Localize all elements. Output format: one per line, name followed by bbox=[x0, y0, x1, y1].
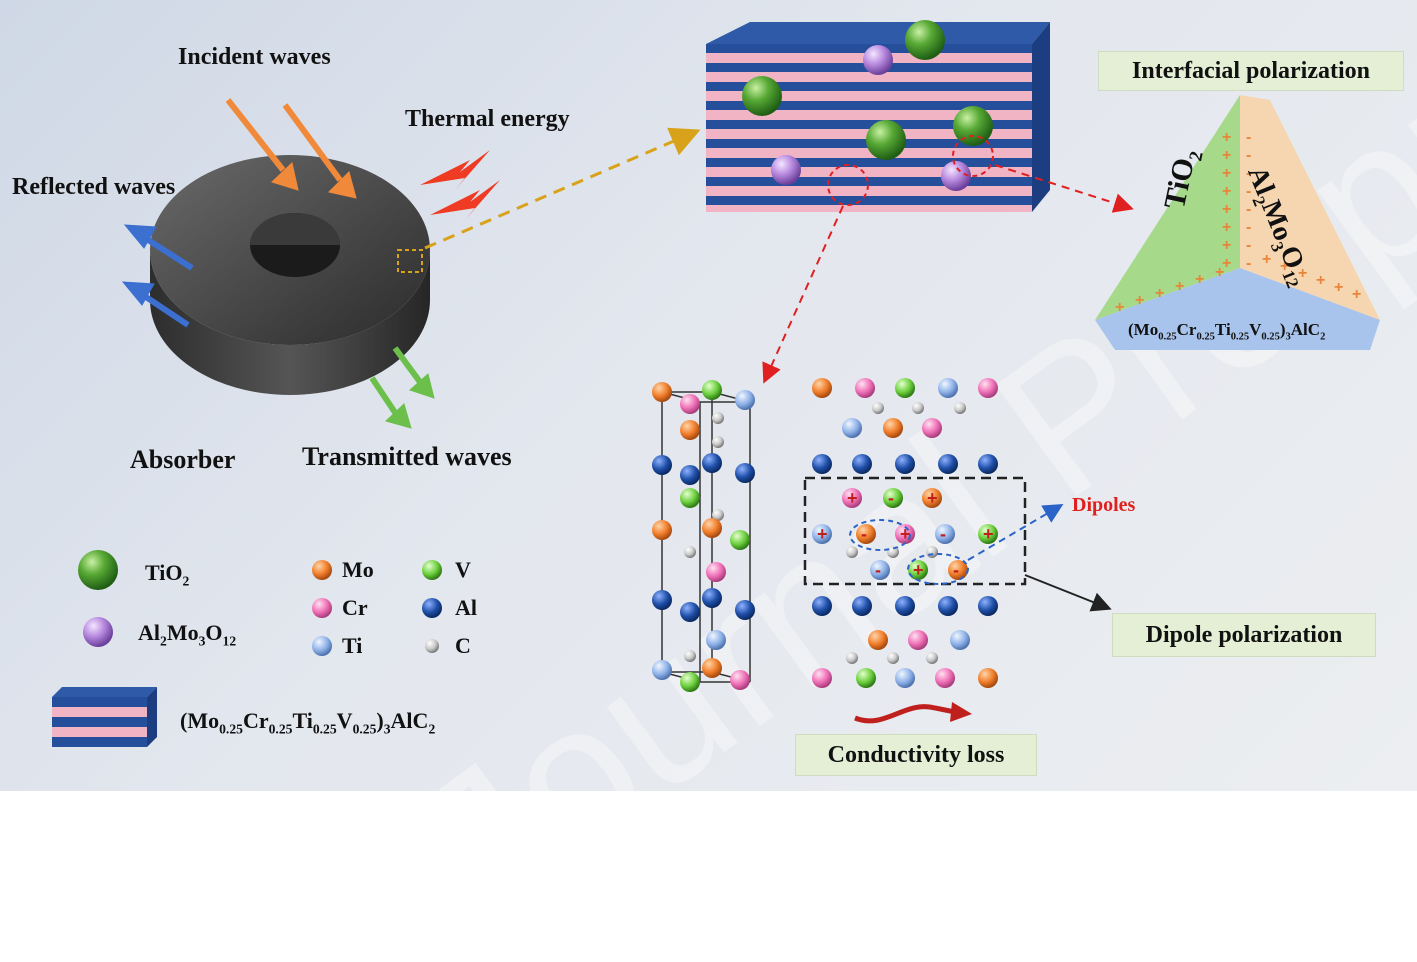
svg-text:-: - bbox=[940, 524, 946, 544]
dipoles-label: Dipoles bbox=[1072, 494, 1136, 516]
svg-text:-: - bbox=[1246, 165, 1251, 182]
svg-text:+: + bbox=[1222, 165, 1231, 182]
svg-text:+: + bbox=[1222, 237, 1231, 254]
thermal-energy-label: Thermal energy bbox=[405, 106, 570, 132]
dipole-polarization-box: Dipole polarization bbox=[1112, 613, 1376, 657]
svg-text:-: - bbox=[861, 524, 867, 544]
svg-text:-: - bbox=[953, 560, 959, 580]
legend-graphics bbox=[52, 550, 442, 747]
arrow-to-interface bbox=[994, 164, 1134, 213]
svg-text:-: - bbox=[1246, 237, 1251, 254]
interfacial-polarization-box: Interfacial polarization bbox=[1098, 51, 1404, 91]
reflected-arrows bbox=[121, 224, 194, 328]
dipole-polarization-arrow bbox=[1024, 574, 1112, 612]
svg-text:-: - bbox=[1246, 219, 1251, 236]
legend-al-label: Al bbox=[455, 595, 477, 620]
svg-text:+: + bbox=[1222, 219, 1231, 236]
incident-waves-label: Incident waves bbox=[178, 44, 331, 70]
svg-text:+: + bbox=[1222, 147, 1231, 164]
transmitted-waves-label: Transmitted waves bbox=[302, 442, 512, 471]
thermal-energy-bolts bbox=[420, 150, 500, 220]
svg-text:+: + bbox=[1222, 183, 1231, 200]
svg-text:-: - bbox=[1246, 183, 1251, 200]
legend-max-label: (Mo0.25Cr0.25Ti0.25V0.25)3AlC2 bbox=[180, 708, 436, 737]
svg-text:-: - bbox=[1246, 201, 1251, 218]
dipole-ellipse bbox=[907, 553, 969, 585]
diagram-graphics: ++++++++--------++++++++++++ +-++-+-+-+- bbox=[52, 20, 1380, 747]
legend-c-label: C bbox=[455, 633, 471, 658]
svg-text:+: + bbox=[1222, 201, 1231, 218]
legend-al2mo3o12-label: Al2Mo3O12 bbox=[138, 620, 237, 649]
layered-block bbox=[706, 20, 1050, 212]
svg-text:+: + bbox=[1222, 255, 1231, 272]
incident-arrows bbox=[225, 98, 357, 199]
svg-text:+: + bbox=[1175, 278, 1184, 295]
dipole-region-box bbox=[803, 476, 1027, 586]
legend-v-label: V bbox=[455, 557, 471, 582]
svg-text:+: + bbox=[1334, 279, 1343, 296]
zoom-arrow bbox=[424, 127, 701, 250]
conductivity-loss-box: Conductivity loss bbox=[795, 734, 1037, 776]
svg-text:-: - bbox=[888, 488, 894, 508]
atom-lattice: +-++-+-+-+- bbox=[812, 378, 998, 688]
conductivity-arrowhead bbox=[950, 702, 972, 722]
svg-text:-: - bbox=[1246, 255, 1251, 272]
svg-text:+: + bbox=[1352, 286, 1361, 303]
reflected-waves-label: Reflected waves bbox=[12, 174, 176, 200]
svg-text:+: + bbox=[1280, 258, 1289, 275]
svg-text:+: + bbox=[913, 560, 924, 580]
absorber-label: Absorber bbox=[130, 445, 236, 474]
absorber-ring bbox=[150, 155, 430, 395]
svg-text:+: + bbox=[1215, 264, 1224, 281]
svg-text:-: - bbox=[875, 560, 881, 580]
svg-text:+: + bbox=[1135, 292, 1144, 309]
svg-text:+: + bbox=[1262, 251, 1271, 268]
conductivity-arrow bbox=[854, 704, 956, 724]
svg-text:-: - bbox=[1246, 129, 1251, 146]
svg-text:+: + bbox=[847, 488, 858, 508]
interface-triangle: ++++++++--------++++++++++++ bbox=[1095, 95, 1380, 350]
svg-text:+: + bbox=[1155, 285, 1164, 302]
svg-text:+: + bbox=[817, 524, 828, 544]
svg-text:+: + bbox=[983, 524, 994, 544]
legend-ti-label: Ti bbox=[342, 633, 363, 658]
legend-tio2-label: TiO2 bbox=[145, 560, 190, 589]
crystal-unit-cell bbox=[652, 380, 755, 692]
legend-mo-label: Mo bbox=[342, 557, 374, 582]
transmitted-arrows bbox=[369, 346, 435, 429]
svg-text:-: - bbox=[1246, 147, 1251, 164]
svg-text:+: + bbox=[1222, 129, 1231, 146]
svg-text:+: + bbox=[1115, 299, 1124, 316]
dipoles-arrow bbox=[967, 503, 1064, 561]
svg-text:+: + bbox=[927, 488, 938, 508]
svg-text:+: + bbox=[1195, 271, 1204, 288]
diagram-canvas: Journal Pre-proof bbox=[0, 0, 1417, 791]
dipole-ellipse bbox=[849, 519, 911, 551]
svg-text:+: + bbox=[1316, 272, 1325, 289]
triangle-max-label: (Mo0.25Cr0.25Ti0.25V0.25)3AlC2 bbox=[1128, 320, 1326, 343]
svg-text:+: + bbox=[1298, 265, 1307, 282]
svg-text:+: + bbox=[900, 524, 911, 544]
arrow-to-lattice bbox=[762, 205, 844, 384]
legend-cr-label: Cr bbox=[342, 595, 368, 620]
